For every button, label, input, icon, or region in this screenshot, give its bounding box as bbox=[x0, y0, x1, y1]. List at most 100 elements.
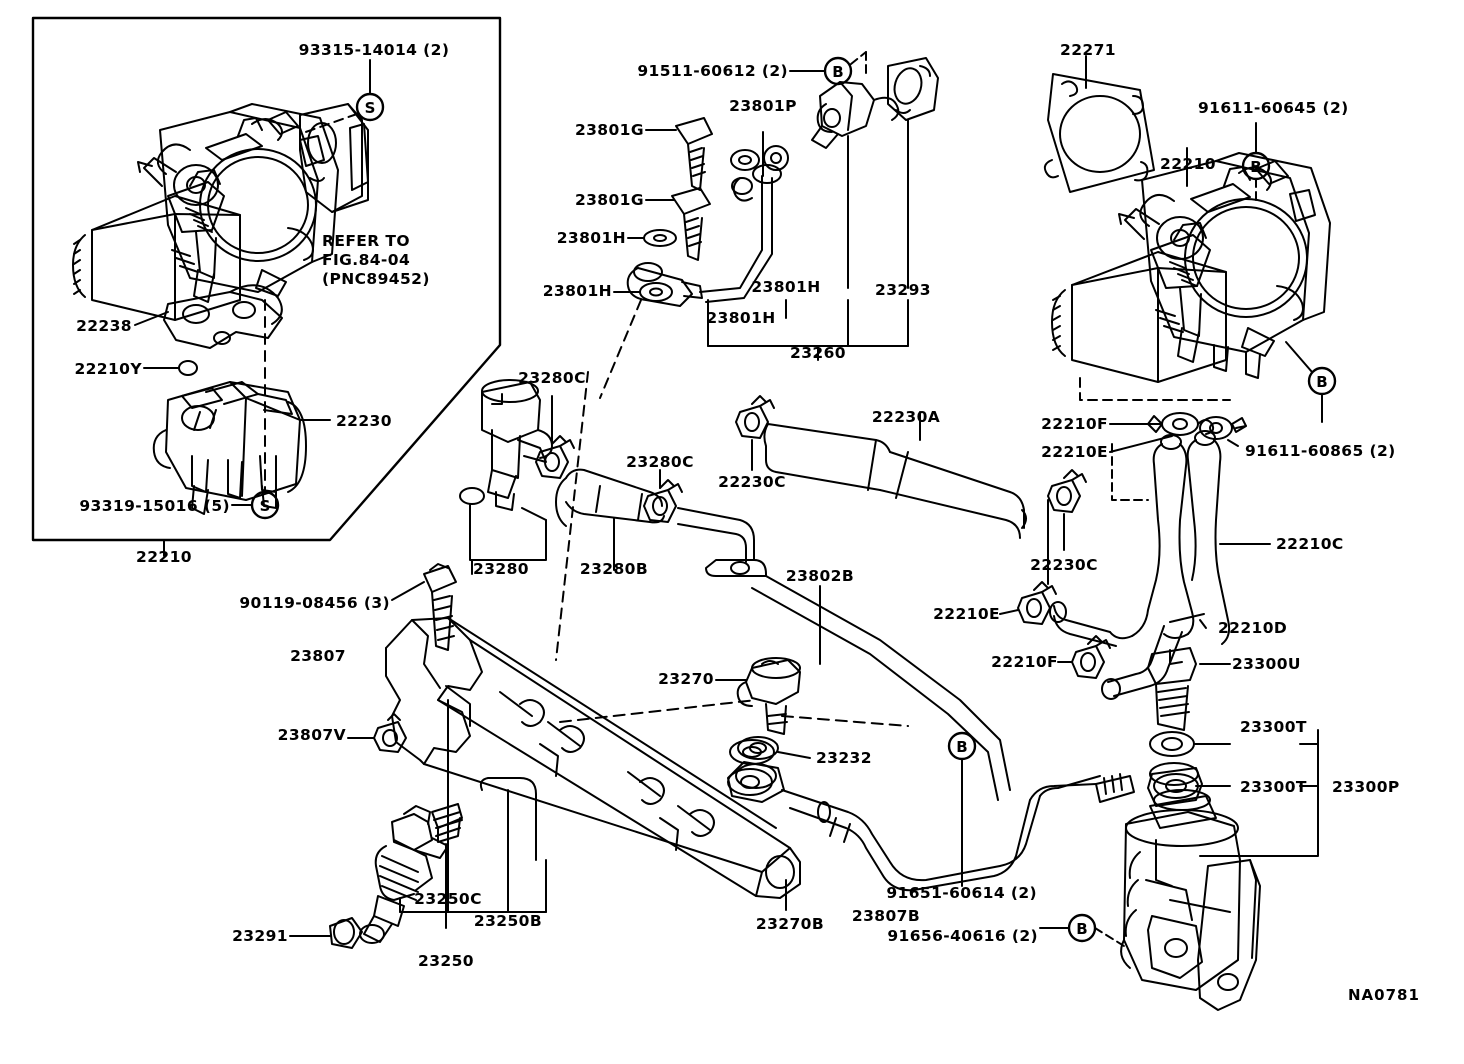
bypass-hose-22210C bbox=[1049, 430, 1231, 647]
clip-23807V bbox=[373, 713, 407, 753]
callout-22230C-1: 22230C bbox=[718, 473, 786, 491]
bracket-23293 bbox=[811, 57, 939, 149]
oring-23280 bbox=[459, 487, 485, 505]
throttle-body-left bbox=[72, 103, 339, 321]
svg-text:S: S bbox=[260, 497, 271, 515]
screw-marker-2: S bbox=[250, 490, 280, 520]
callout-23801G-1: 23801G bbox=[574, 121, 644, 139]
callout-23807: 23807 bbox=[290, 647, 346, 665]
callout-23801G-2: 23801G bbox=[574, 191, 644, 209]
injector-23250 bbox=[359, 805, 449, 944]
callout-23260: 23260 bbox=[790, 344, 846, 362]
callout-23280B: 23280B bbox=[579, 560, 649, 578]
callout-23801H-2: 23801H bbox=[542, 282, 612, 300]
svg-text:S: S bbox=[365, 99, 376, 117]
callout-22210D: 22210D bbox=[1218, 619, 1288, 637]
oring-22210Y bbox=[178, 360, 198, 376]
washer-23232 bbox=[737, 736, 779, 760]
svg-text:B: B bbox=[1250, 158, 1261, 176]
gasket-22271 bbox=[1043, 73, 1155, 193]
clamp-22210E-mid bbox=[1017, 581, 1057, 625]
clamp-23280C-1 bbox=[535, 435, 575, 479]
washer-1 bbox=[643, 229, 677, 247]
throttle-body-right bbox=[1051, 152, 1331, 383]
callout-23232: 23232 bbox=[816, 749, 872, 767]
callout-22230C-2: 22230C bbox=[1030, 556, 1098, 574]
callout-22210Y: 22210Y bbox=[74, 360, 142, 378]
callout-23280: 23280 bbox=[473, 560, 529, 578]
callout-22210F-1: 22210F bbox=[1041, 415, 1108, 433]
callout-22210C: 22210C bbox=[1276, 535, 1344, 553]
callout-23250: 23250 bbox=[418, 952, 474, 970]
svg-text:B: B bbox=[956, 738, 967, 756]
oring-23291 bbox=[329, 917, 363, 949]
refer-note-line3: (PNC89452) bbox=[322, 269, 430, 288]
callout-22230: 22230 bbox=[336, 412, 392, 430]
bypass-hose-22210D bbox=[1101, 613, 1205, 700]
bolt-90119 bbox=[423, 563, 457, 651]
refer-note: REFER TO FIG.84-04 (PNC89452) bbox=[322, 232, 430, 289]
injector-seats bbox=[727, 739, 785, 803]
callout-23250C: 23250C bbox=[414, 890, 482, 908]
gasket-23300T-upper bbox=[1149, 731, 1195, 757]
callout-91611-60865: 91611-60865 (2) bbox=[1245, 442, 1396, 460]
regulator-23270 bbox=[736, 657, 801, 735]
callout-23300U: 23300U bbox=[1232, 655, 1301, 673]
callout-23291: 23291 bbox=[232, 927, 288, 945]
clamp-22210E-top bbox=[1199, 416, 1247, 447]
callout-23801H-1: 23801H bbox=[556, 229, 626, 247]
seal-23801P bbox=[730, 149, 760, 171]
callout-22210-right: 22210 bbox=[1160, 155, 1216, 173]
screw-marker-1: S bbox=[355, 92, 385, 122]
air-hose-22230A bbox=[763, 423, 1027, 539]
svg-text:B: B bbox=[832, 63, 843, 81]
callout-93315-14014: 93315-14014 (2) bbox=[298, 41, 450, 59]
callout-91651-60614: 91651-60614 (2) bbox=[886, 884, 1037, 902]
callout-91511-60612: 91511-60612 (2) bbox=[637, 62, 788, 80]
fuel-hose-23807B bbox=[781, 773, 1135, 892]
callout-23280C-2: 23280C bbox=[626, 453, 694, 471]
drawing-code: NA0781 bbox=[1348, 986, 1420, 1004]
callout-22210E-1: 22210E bbox=[1041, 443, 1108, 461]
callout-23807V: 23807V bbox=[277, 726, 346, 744]
callout-23280C-1: 23280C bbox=[518, 369, 586, 387]
inset-group-label: 22210 bbox=[136, 548, 192, 566]
isc-valve-22230 bbox=[152, 381, 307, 515]
callout-22271: 22271 bbox=[1060, 41, 1116, 59]
inset-plate-part bbox=[299, 103, 369, 213]
clamp-23280C-2 bbox=[643, 479, 683, 523]
callout-22238: 22238 bbox=[76, 317, 132, 335]
clamp-22230C-1 bbox=[735, 395, 775, 439]
inset-boundary bbox=[31, 16, 502, 542]
washer-2 bbox=[639, 282, 673, 302]
callout-23801H-3: 23801H bbox=[706, 309, 776, 327]
refer-note-line2: FIG.84-04 bbox=[322, 250, 411, 269]
fuel-filter-23300P bbox=[1120, 647, 1261, 1011]
refer-note-line1: REFER TO bbox=[322, 232, 410, 250]
callout-23801H-4: 23801H bbox=[751, 278, 821, 296]
callout-23293: 23293 bbox=[875, 281, 931, 299]
clamp-22230C-2 bbox=[1047, 469, 1087, 513]
callout-91656-40616: 91656-40616 (2) bbox=[887, 927, 1038, 945]
pressure-regulator-23280 bbox=[481, 379, 553, 511]
hose-23280B bbox=[555, 468, 665, 527]
callout-23300T-2: 23300T bbox=[1240, 778, 1307, 796]
callout-23270: 23270 bbox=[658, 670, 714, 688]
callout-23250B: 23250B bbox=[473, 912, 543, 930]
callout-23300P: 23300P bbox=[1332, 778, 1400, 796]
grommet-23250C bbox=[431, 803, 463, 843]
svg-text:B: B bbox=[1076, 920, 1087, 938]
callout-22210E-2: 22210E bbox=[933, 605, 1000, 623]
callout-23801P: 23801P bbox=[729, 97, 797, 115]
callout-93319-15016: 93319-15016 (5) bbox=[79, 497, 230, 515]
bolt-marker-91651: B bbox=[947, 731, 977, 761]
callout-90119-08456: 90119-08456 (3) bbox=[239, 594, 390, 612]
svg-text:B: B bbox=[1316, 373, 1327, 391]
fuel-pipe-23802B bbox=[677, 507, 1011, 801]
callout-23270B: 23270B bbox=[755, 915, 825, 933]
callout-91611-60645: 91611-60645 (2) bbox=[1198, 99, 1349, 117]
callout-23807B: 23807B bbox=[851, 907, 921, 925]
bolt-marker-91511: B bbox=[823, 56, 853, 86]
